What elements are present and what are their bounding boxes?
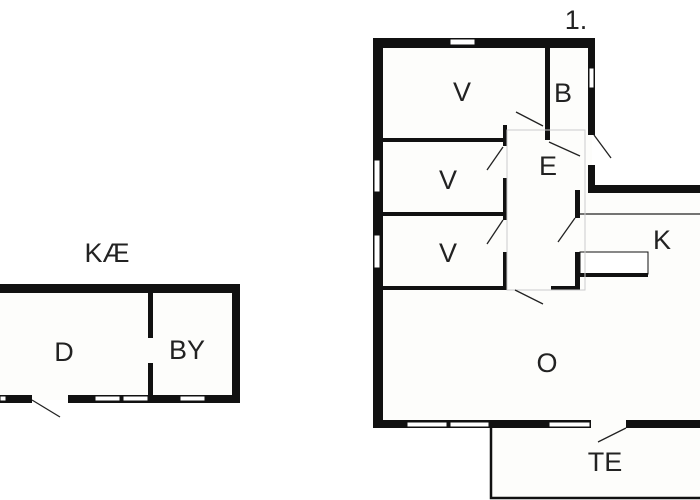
room-label-d: D xyxy=(54,337,74,367)
room-label-b: B xyxy=(554,78,572,108)
room-label-v3: V xyxy=(439,238,457,268)
annex-title: KÆ xyxy=(84,238,129,268)
room-label-by: BY xyxy=(169,335,205,365)
floor-label: 1. xyxy=(565,5,588,35)
room-label-k: K xyxy=(653,225,671,255)
room-label-e: E xyxy=(539,151,557,181)
main-building xyxy=(373,38,700,500)
room-label-o: O xyxy=(536,348,557,378)
room-label-te: TE xyxy=(588,447,623,477)
room-label-v1: V xyxy=(453,77,471,107)
annex-building xyxy=(0,284,240,418)
room-label-v2: V xyxy=(439,165,457,195)
